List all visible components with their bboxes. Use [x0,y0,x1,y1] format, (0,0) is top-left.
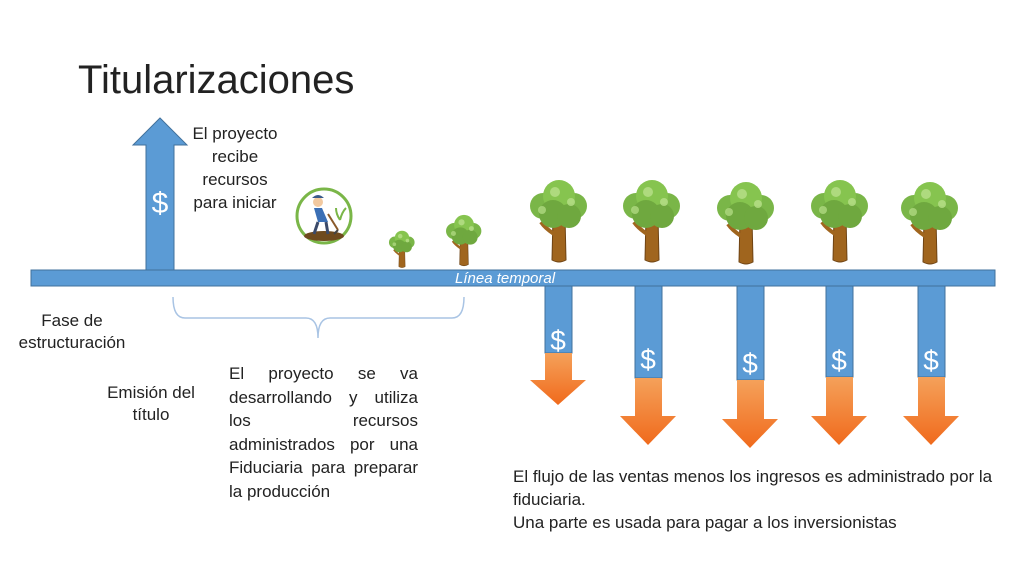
down-arrow-2-dollar-sign: $ [640,344,656,375]
sapling-icon-small [388,229,416,269]
down-arrow-4-dollar-sign: $ [831,345,847,376]
slide-title: Titularizaciones [78,58,355,102]
tree-icon-4 [809,178,870,264]
cashflow-note: El flujo de las ventas menos los ingreso… [513,465,993,534]
tree-icon-5 [899,180,960,266]
cashflow-down-arrow-3: $ [722,285,778,448]
structuring-phase-label: Fase de estructuración [18,311,126,352]
farmer-planting-icon [295,187,353,245]
cashflow-down-arrow-1: $ [530,285,586,405]
up-arrow-dollar-sign: $ [152,187,169,220]
timeline-bar [30,269,996,287]
project-funding-note: El proyecto recibe recursos para iniciar [192,124,278,212]
cashflow-down-arrow-4: $ [811,285,867,445]
down-arrow-3-dollar-sign: $ [742,348,758,379]
cashflow-note-line-2: Una parte es usada para pagar a los inve… [513,513,897,532]
issuance-label: Emisión del título [107,383,195,424]
timeline-label: Línea temporal [455,270,556,287]
down-arrow-5-dollar-sign: $ [923,345,939,376]
tree-icon-2 [621,178,682,264]
phase-bracket [172,296,465,339]
funding-up-arrow [131,117,189,271]
cashflow-note-line-1: El flujo de las ventas menos los ingreso… [513,467,993,509]
cashflow-down-arrow-2: $ [620,285,676,445]
development-note: El proyecto se va desarrollando y utiliz… [229,364,418,501]
down-arrow-1-dollar-sign: $ [550,325,566,356]
cashflow-down-arrow-5: $ [903,285,959,445]
tree-icon-1 [528,178,589,264]
tree-icon-3 [715,180,776,266]
sapling-icon-medium [444,213,483,268]
